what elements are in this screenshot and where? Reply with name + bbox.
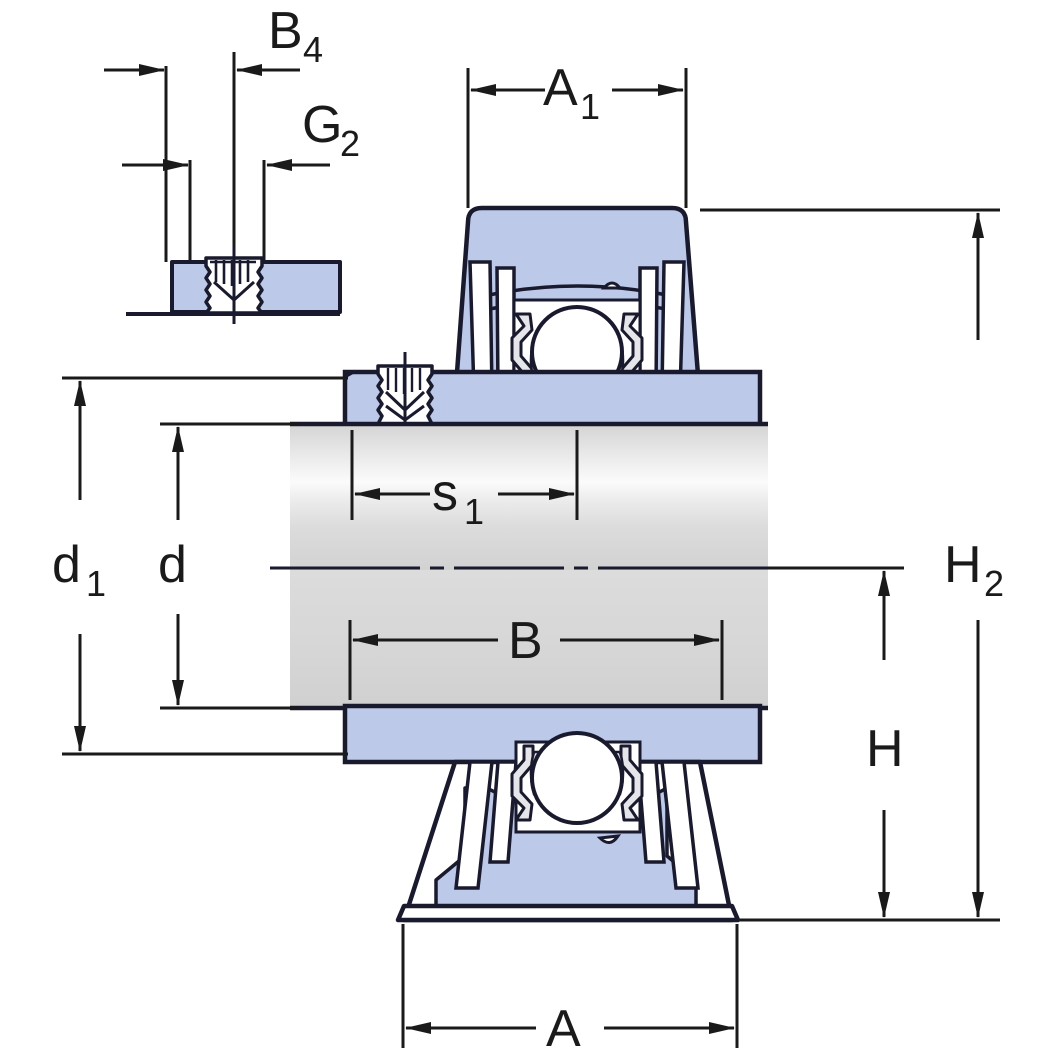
- detail-extension-lines: [164, 52, 266, 262]
- dimension-G2: G 2: [122, 96, 360, 171]
- dimension-sublabel-A1: 1: [580, 86, 600, 127]
- lower-right-seal: [619, 744, 644, 822]
- lower-foot-plate: [395, 903, 741, 923]
- main-grub-screw: [376, 352, 434, 436]
- lower-right-rib-outer: [660, 760, 700, 890]
- dimension-d: d: [158, 422, 300, 710]
- grease-nipple: [600, 281, 624, 290]
- lower-left-rib-outer: [454, 760, 494, 890]
- grub-screw-detail-view: B 4 G 2: [104, 2, 360, 324]
- lower-bearing-ball: [530, 731, 624, 825]
- lower-left-rib-inner: [488, 760, 518, 864]
- dimension-A1: A 1: [466, 59, 688, 208]
- dimension-label-s1: s: [432, 464, 458, 522]
- dimension-label-A: A: [546, 1000, 581, 1058]
- shaft-upper-half: [290, 424, 768, 570]
- flange-left-chamfer: [343, 370, 354, 378]
- dimension-sublabel-d1: 1: [86, 563, 106, 604]
- dimension-label-d1: d: [52, 536, 81, 594]
- dimension-d1: d 1: [52, 376, 348, 756]
- dimension-label-H: H: [866, 720, 904, 778]
- dimension-label-A1: A: [543, 59, 578, 117]
- lower-base-flange: [342, 703, 763, 765]
- dimension-sublabel-s1: 1: [464, 491, 484, 532]
- lower-right-rib-inner: [636, 760, 666, 864]
- dimension-label-B4: B: [268, 2, 303, 60]
- dimension-label-G2: G: [302, 96, 342, 154]
- dimension-sublabel-H2: 2: [984, 563, 1004, 604]
- dimension-B4: B 4: [104, 2, 323, 76]
- dimension-s1: s 1: [350, 430, 579, 532]
- dimension-sublabel-B4: 4: [303, 29, 323, 70]
- dimension-H: H: [740, 566, 904, 922]
- dimension-label-d: d: [158, 536, 187, 594]
- lower-housing-assembly: [342, 703, 763, 923]
- dimension-label-H2: H: [944, 536, 982, 594]
- dimension-label-B: B: [508, 612, 543, 670]
- lower-left-seal: [510, 744, 535, 822]
- dimension-H2: H 2: [700, 208, 1004, 922]
- dimension-A: A: [401, 924, 739, 1058]
- lower-grease-bump: [596, 834, 622, 844]
- upper-housing-assembly: [342, 205, 763, 436]
- dimension-sublabel-G2: 2: [340, 123, 360, 164]
- dimension-B: B: [348, 612, 724, 700]
